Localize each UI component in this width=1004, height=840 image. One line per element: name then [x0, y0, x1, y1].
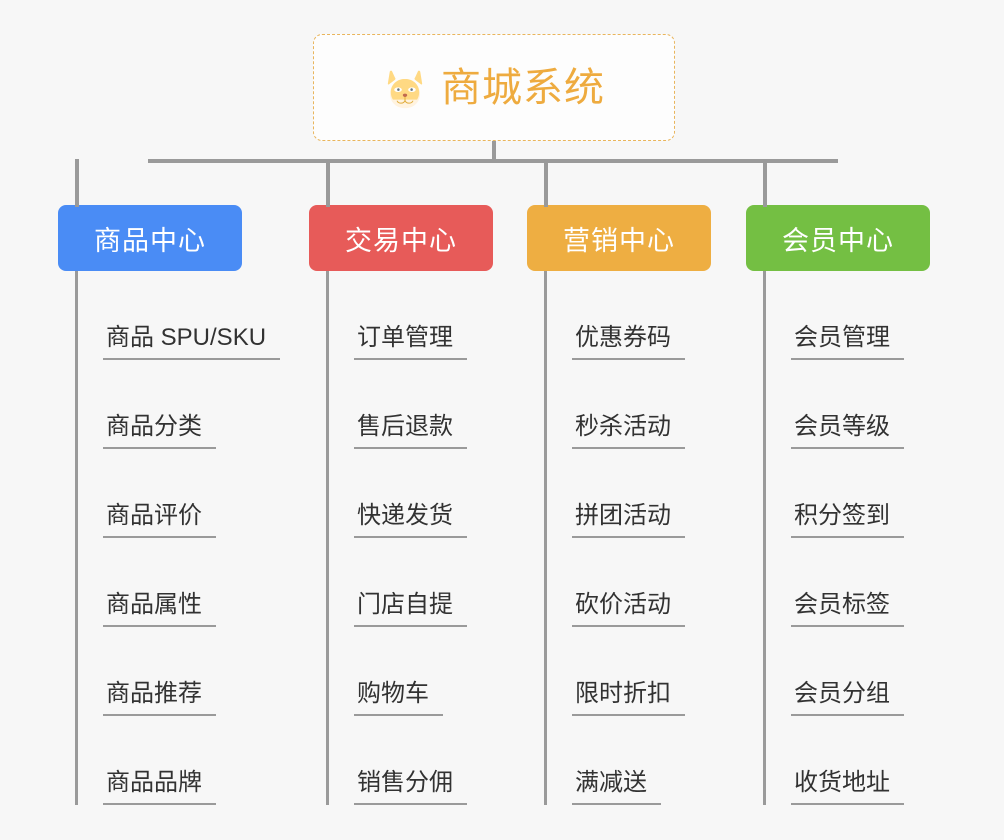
leaf-item[interactable]: 商品属性 [58, 538, 242, 627]
leaf-item-label: 优惠券码 [572, 324, 685, 360]
leaf-item[interactable]: 收货地址 [746, 716, 930, 805]
category-label: 交易中心 [345, 225, 457, 256]
leaf-item-label: 砍价活动 [572, 591, 685, 627]
category-spine-connector-4 [763, 271, 766, 805]
leaf-item[interactable]: 拼团活动 [527, 449, 711, 538]
leaf-item-label: 收货地址 [791, 769, 904, 805]
leaf-item[interactable]: 限时折扣 [527, 627, 711, 716]
category-column-2: 交易中心订单管理售后退款快递发货门店自提购物车销售分佣 [309, 205, 493, 805]
leaf-item-label: 拼团活动 [572, 502, 685, 538]
leaf-item[interactable]: 门店自提 [309, 538, 493, 627]
category-header-4[interactable]: 会员中心 [746, 205, 930, 271]
leaf-item[interactable]: 商品 SPU/SKU [58, 271, 281, 360]
leaf-item-label: 商品属性 [103, 591, 216, 627]
leaf-item[interactable]: 订单管理 [309, 271, 493, 360]
category-drop-connector-3 [544, 159, 548, 207]
leaf-item-label: 快递发货 [354, 502, 467, 538]
leaf-item[interactable]: 商品推荐 [58, 627, 242, 716]
leaf-item[interactable]: 商品品牌 [58, 716, 242, 805]
horizontal-bus-connector [148, 159, 838, 163]
category-drop-connector-2 [326, 159, 330, 207]
leaf-item[interactable]: 砍价活动 [527, 538, 711, 627]
category-label: 会员中心 [782, 225, 894, 256]
category-drop-connector-4 [763, 159, 767, 207]
leaf-list: 订单管理售后退款快递发货门店自提购物车销售分佣 [309, 271, 493, 805]
leaf-item-label: 限时折扣 [572, 680, 685, 716]
leaf-item-label: 商品品牌 [103, 769, 216, 805]
category-spine-connector-2 [326, 271, 329, 805]
leaf-list: 商品 SPU/SKU 商品分类商品评价商品属性商品推荐商品品牌 [58, 271, 281, 805]
category-column-3: 营销中心优惠券码秒杀活动拼团活动砍价活动限时折扣满减送 [527, 205, 711, 805]
leaf-item[interactable]: 购物车 [309, 627, 493, 716]
leaf-item-label: 购物车 [354, 680, 443, 716]
root-stem-connector [492, 141, 496, 162]
leaf-item[interactable]: 秒杀活动 [527, 360, 711, 449]
leaf-item[interactable]: 销售分佣 [309, 716, 493, 805]
root-node[interactable]: 商城系统 [313, 34, 675, 141]
leaf-item[interactable]: 会员分组 [746, 627, 930, 716]
leaf-item-label: 门店自提 [354, 591, 467, 627]
leaf-item-label: 秒杀活动 [572, 413, 685, 449]
leaf-item-label: 会员分组 [791, 680, 904, 716]
leaf-item-label: 会员管理 [791, 324, 904, 360]
leaf-item[interactable]: 商品分类 [58, 360, 242, 449]
leaf-list: 优惠券码秒杀活动拼团活动砍价活动限时折扣满减送 [527, 271, 711, 805]
leaf-item-label: 积分签到 [791, 502, 904, 538]
category-drop-connector-1 [75, 159, 79, 207]
category-spine-connector-1 [75, 271, 78, 805]
leaf-list: 会员管理会员等级积分签到会员标签会员分组收货地址 [746, 271, 930, 805]
leaf-item-label: 订单管理 [354, 324, 467, 360]
category-header-2[interactable]: 交易中心 [309, 205, 493, 271]
category-column-1: 商品中心商品 SPU/SKU 商品分类商品评价商品属性商品推荐商品品牌 [58, 205, 281, 805]
leaf-item-label: 满减送 [572, 769, 661, 805]
leaf-item[interactable]: 优惠券码 [527, 271, 711, 360]
leaf-item[interactable]: 积分签到 [746, 449, 930, 538]
leaf-item-label: 销售分佣 [354, 769, 467, 805]
leaf-item[interactable]: 售后退款 [309, 360, 493, 449]
leaf-item-label: 商品分类 [103, 413, 216, 449]
leaf-item[interactable]: 商品评价 [58, 449, 242, 538]
category-label: 商品中心 [94, 225, 206, 256]
leaf-item-label: 商品推荐 [103, 680, 216, 716]
leaf-item[interactable]: 会员标签 [746, 538, 930, 627]
leaf-item[interactable]: 会员等级 [746, 360, 930, 449]
category-header-3[interactable]: 营销中心 [527, 205, 711, 271]
shiba-dog-face-icon [383, 66, 427, 110]
category-column-4: 会员中心会员管理会员等级积分签到会员标签会员分组收货地址 [746, 205, 930, 805]
leaf-item[interactable]: 会员管理 [746, 271, 930, 360]
leaf-item-label: 会员等级 [791, 413, 904, 449]
leaf-item-label: 售后退款 [354, 413, 467, 449]
category-header-1[interactable]: 商品中心 [58, 205, 242, 271]
leaf-item[interactable]: 快递发货 [309, 449, 493, 538]
category-spine-connector-3 [544, 271, 547, 805]
leaf-item-label: 商品 SPU/SKU [103, 324, 281, 360]
leaf-item-label: 会员标签 [791, 591, 904, 627]
leaf-item-label: 商品评价 [103, 502, 216, 538]
root-title: 商城系统 [441, 65, 605, 110]
category-label: 营销中心 [563, 225, 675, 256]
leaf-item[interactable]: 满减送 [527, 716, 711, 805]
